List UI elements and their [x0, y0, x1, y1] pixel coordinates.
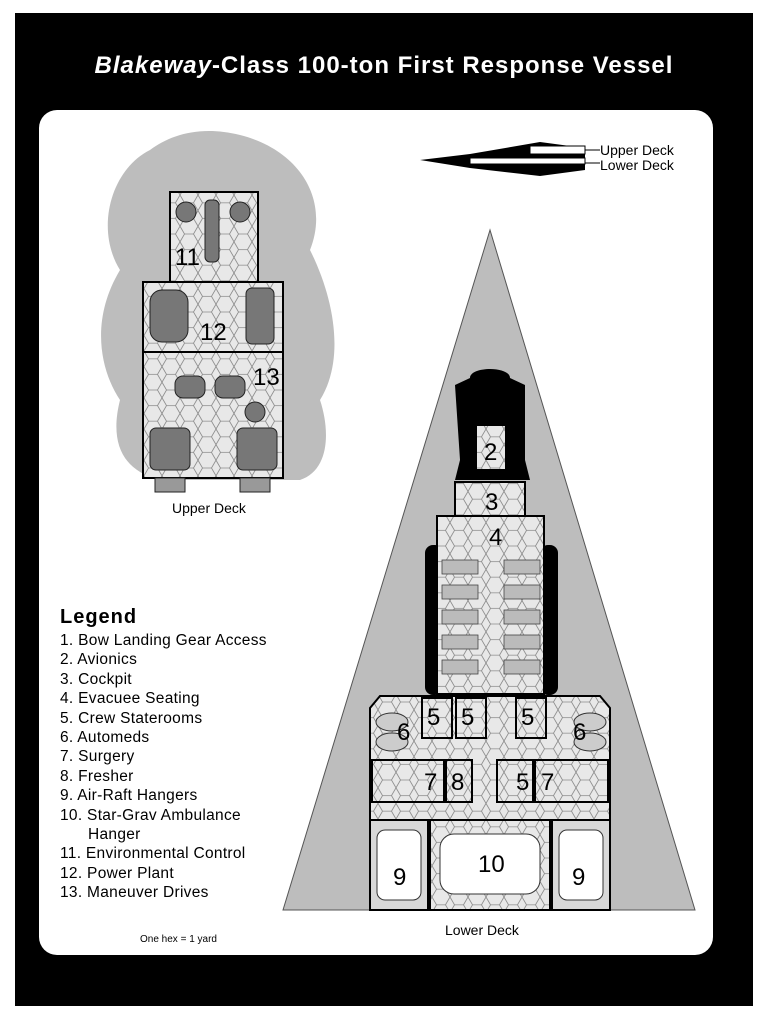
page-title: Blakeway-Class 100-ton First Response Ve… — [15, 52, 753, 80]
room-label-6a: 6 — [397, 719, 410, 746]
legend-item: 6. Automeds — [60, 729, 150, 747]
legend-item: 12. Power Plant — [60, 864, 174, 882]
room-label-5c: 5 — [521, 704, 534, 731]
legend-item: 13. Maneuver Drives — [60, 884, 209, 902]
vehicle-outlines — [376, 829, 604, 901]
legend-item: 3. Cockpit — [60, 670, 132, 688]
legend: Legend 1. Bow Landing Gear Access 2. Avi… — [60, 606, 267, 903]
legend-item: 10. Star-Grav Ambulance — [60, 806, 241, 824]
legend-item: 7. Surgery — [60, 748, 135, 766]
room-label-1: 1 — [496, 400, 509, 427]
legend-item: 5. Crew Staterooms — [60, 709, 203, 727]
room-label-7a: 7 — [424, 769, 437, 796]
legend-item: 11. Environmental Control — [60, 845, 246, 863]
legend-item: 8. Fresher — [60, 767, 134, 785]
room-label-5a: 5 — [427, 704, 440, 731]
upper-deck-label: Upper Deck — [172, 500, 246, 516]
room-label-9b: 9 — [572, 864, 585, 891]
room-label-2: 2 — [484, 439, 497, 466]
room-label-9a: 9 — [393, 864, 406, 891]
room-3-cockpit — [454, 481, 526, 517]
room-label-5d: 5 — [516, 769, 529, 796]
seat-rows — [441, 559, 541, 675]
room-5-stateroom-b — [455, 697, 487, 739]
upper-deck-machinery — [149, 199, 278, 493]
legend-item: 9. Air-Raft Hangers — [60, 787, 198, 805]
lower-deck-label: Lower Deck — [445, 922, 519, 938]
room-label-10: 10 — [478, 851, 505, 878]
legend-heading: Legend — [60, 606, 138, 628]
room-label-6b: 6 — [573, 719, 586, 746]
room-label-8: 8 — [451, 769, 464, 796]
title-class-name: Blakeway — [94, 52, 212, 79]
legend-item: 2. Avionics — [60, 651, 138, 669]
room-label-13: 13 — [253, 364, 280, 391]
room-2-avionics — [475, 424, 507, 471]
legend-item: 1. Bow Landing Gear Access — [60, 632, 267, 649]
legend-item: 4. Evacuee Seating — [60, 690, 200, 708]
ship-side-profile — [420, 142, 600, 176]
automed-pods — [375, 712, 607, 752]
room-label-11: 11 — [175, 244, 200, 271]
room-label-12: 12 — [200, 319, 227, 346]
room-label-3: 3 — [485, 489, 498, 516]
room-7-surgery-port — [371, 759, 445, 803]
room-8-fresher — [445, 759, 473, 803]
room-label-5b: 5 — [461, 704, 474, 731]
legend-item-continuation: Hanger — [88, 826, 141, 844]
room-5-stateroom-a — [421, 697, 453, 739]
profile-lower-label: Lower Deck — [600, 157, 674, 173]
profile-upper-label: Upper Deck — [600, 142, 674, 158]
room-label-7b: 7 — [541, 769, 554, 796]
scale-note: One hex = 1 yard — [140, 934, 217, 945]
room-7-surgery-starboard — [534, 759, 609, 803]
title-rest: -Class 100-ton First Response Vessel — [211, 52, 674, 79]
room-label-4: 4 — [489, 524, 502, 551]
room-5-stateroom-c — [515, 697, 547, 739]
room-5-stateroom-d — [496, 759, 534, 803]
